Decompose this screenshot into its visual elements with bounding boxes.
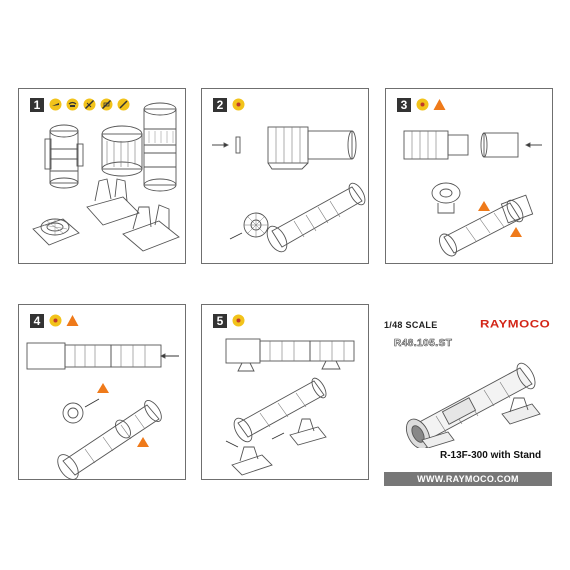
glue-icon	[232, 314, 245, 327]
website-url[interactable]: WWW.RAYMOCO.COM	[417, 474, 519, 484]
no-sand-icon	[100, 98, 113, 111]
step-number: 4	[30, 314, 44, 328]
product-name: R-13F-300 with Stand	[440, 450, 542, 461]
glue-icon	[49, 314, 62, 327]
step-number: 1	[30, 98, 44, 112]
scale-label: 1/48 SCALE	[384, 320, 438, 330]
step-panel-2: 2	[201, 88, 369, 264]
step-number: 3	[397, 98, 411, 112]
step-icons	[232, 314, 245, 327]
step-panel-5: 5	[201, 304, 369, 480]
glue-icon	[232, 98, 245, 111]
step-icons	[49, 314, 79, 327]
assembly-illustration	[225, 338, 355, 476]
step-panel-4: 4	[18, 304, 186, 480]
step-panel-1: 1	[18, 88, 186, 264]
step-number: 5	[213, 314, 227, 328]
assembly-illustration	[403, 130, 542, 257]
product-code: R48.105.ST	[394, 338, 453, 350]
brand-logo: RAYMOCO	[480, 317, 551, 330]
glue-icon	[416, 98, 429, 111]
warning-icon	[433, 99, 446, 110]
step-icons	[232, 98, 245, 111]
step-icons	[49, 98, 130, 111]
product-render	[405, 362, 541, 448]
step-panel-3: 3	[385, 88, 553, 264]
no-cut-icon	[83, 98, 96, 111]
step-icons	[416, 98, 446, 111]
sanding-icon	[66, 98, 79, 111]
parts-illustration	[32, 102, 180, 252]
assembly-illustration	[26, 342, 179, 480]
url-bar: WWW.RAYMOCO.COM	[384, 472, 552, 486]
assembly-illustration	[212, 126, 366, 253]
step-number: 2	[213, 98, 227, 112]
warning-icon	[66, 315, 79, 326]
glue-icon	[117, 98, 130, 111]
knife-icon	[49, 98, 62, 111]
